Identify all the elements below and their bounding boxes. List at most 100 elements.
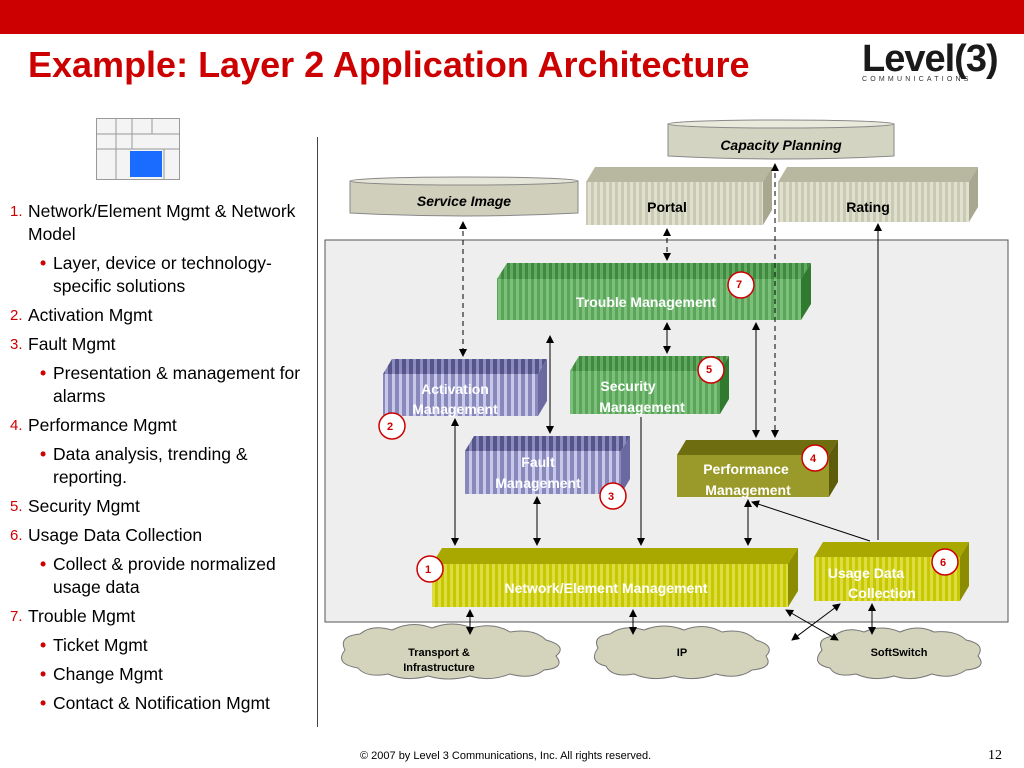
bullet-text: Security Mgmt — [28, 496, 140, 516]
sub-bullet-item: • Data analysis, trending & reporting. — [10, 443, 315, 489]
sub-bullet-item: • Change Mgmt — [10, 663, 315, 686]
bullet-dot-icon: • — [40, 554, 47, 574]
badge-5: 5 — [697, 356, 725, 384]
usage-label-line2: Collection — [848, 585, 916, 601]
sub-bullet-item: • Ticket Mgmt — [10, 634, 315, 657]
service-image-box: Service Image — [349, 176, 579, 217]
bullet-text: Activation Mgmt — [28, 305, 153, 325]
fault-label-line2: Management — [495, 475, 581, 491]
sub-bullet-text: Contact & Notification Mgmt — [53, 693, 270, 713]
sub-bullet-item: • Presentation & management for alarms — [10, 362, 315, 408]
bullet-number: 6. — [10, 527, 23, 544]
security-label-line2: Management — [599, 399, 685, 415]
rating-label: Rating — [846, 199, 890, 215]
bullet-text: Trouble Mgmt — [28, 606, 136, 626]
sub-bullet-text: Layer, device or technology-specific sol… — [53, 253, 272, 296]
ip-cloud: IP — [593, 625, 770, 680]
badge-4-label: 4 — [810, 453, 817, 465]
activation-management-box: Activation Management — [383, 359, 547, 417]
performance-label-line1: Performance — [703, 461, 789, 477]
network-element-management-box: Network/Element Management — [432, 548, 798, 607]
activation-label-line2: Management — [412, 401, 498, 417]
bullet-dot-icon: • — [40, 253, 47, 273]
portal-box: Portal — [586, 167, 772, 225]
bullet-text: Fault Mgmt — [28, 334, 116, 354]
portal-label: Portal — [647, 199, 687, 215]
sub-bullet-item: • Contact & Notification Mgmt — [10, 692, 315, 715]
badge-3: 3 — [599, 482, 627, 510]
badge-2: 2 — [378, 412, 406, 440]
bullet-list: 1. Network/Element Mgmt & Network Model • L… — [10, 200, 315, 721]
dashed-connectors — [459, 163, 779, 438]
bullet-item: 5. Security Mgmt — [10, 495, 315, 518]
bullet-item: 4. Performance Mgmt — [10, 414, 315, 437]
badge-1-label: 1 — [425, 564, 431, 576]
bullet-dot-icon: • — [40, 444, 47, 464]
softswitch-cloud: SoftSwitch — [817, 627, 982, 680]
bullet-item: 1. Network/Element Mgmt & Network Model — [10, 200, 315, 246]
security-management-box: Security Management — [570, 356, 729, 415]
bullet-text: Usage Data Collection — [28, 525, 203, 545]
bullet-number: 4. — [10, 417, 23, 434]
transport-label-line2: Infrastructure — [403, 662, 475, 674]
activation-label-line1: Activation — [421, 381, 489, 397]
bullet-item: 3. Fault Mgmt — [10, 333, 315, 356]
layout-thumbnail-icon — [96, 118, 180, 180]
fault-management-box: Fault Management — [465, 436, 630, 494]
trouble-management-box: Trouble Management — [497, 263, 811, 320]
badge-2-label: 2 — [387, 421, 393, 433]
transport-label-line1: Transport & — [408, 647, 470, 659]
bullet-dot-icon: • — [40, 693, 47, 713]
page-number: 12 — [988, 748, 1002, 763]
fault-label-line1: Fault — [521, 454, 555, 470]
sub-bullet-text: Data analysis, trending & reporting. — [53, 444, 248, 487]
badge-6-label: 6 — [940, 557, 946, 569]
rating-box: Rating — [778, 167, 978, 222]
bullet-item: 6. Usage Data Collection — [10, 524, 315, 547]
usage-label-line1: Usage Data — [828, 565, 904, 581]
sub-bullet-item: • Layer, device or technology-specific so… — [10, 252, 315, 298]
sub-bullet-text: Collect & provide normalized usage data — [53, 554, 276, 597]
level3-logo: Level(3) COMMUNICATIONS — [862, 40, 1012, 86]
bullet-dot-icon: • — [40, 635, 47, 655]
bullet-text: Performance Mgmt — [28, 415, 177, 435]
security-label-line1: Security — [600, 378, 655, 394]
badge-4: 4 — [801, 444, 829, 472]
capacity-planning-label: Capacity Planning — [720, 137, 842, 153]
transport-cloud: Transport & Infrastructure — [341, 623, 561, 680]
nem-label: Network/Element Management — [504, 580, 707, 596]
footer-copyright: © 2007 by Level 3 Communications, Inc. A… — [360, 750, 652, 762]
capacity-planning-box: Capacity Planning — [667, 119, 895, 160]
service-image-label: Service Image — [417, 193, 511, 209]
sub-bullet-item: • Collect & provide normalized usage data — [10, 553, 315, 599]
divider-line — [317, 137, 318, 727]
top-red-bar — [0, 0, 1024, 34]
bullet-number: 7. — [10, 608, 23, 625]
bullet-number: 5. — [10, 498, 23, 515]
ip-label: IP — [677, 647, 687, 659]
sub-bullet-text: Presentation & management for alarms — [53, 363, 301, 406]
performance-label-line2: Management — [705, 482, 791, 498]
bullet-item: 2. Activation Mgmt — [10, 304, 315, 327]
solid-connectors — [451, 223, 882, 641]
bullet-dot-icon: • — [40, 664, 47, 684]
bullet-number: 2. — [10, 307, 23, 324]
badge-1: 1 — [416, 555, 444, 583]
bullet-number: 3. — [10, 336, 23, 353]
bullet-item: 7. Trouble Mgmt — [10, 605, 315, 628]
bullet-number: 1. — [10, 203, 23, 220]
sub-bullet-text: Change Mgmt — [53, 664, 163, 684]
sub-bullet-text: Ticket Mgmt — [53, 635, 148, 655]
slide-title: Example: Layer 2 Application Architectur… — [28, 44, 750, 85]
badge-6: 6 — [931, 548, 959, 576]
logo-subtitle: COMMUNICATIONS — [862, 76, 972, 83]
trouble-management-label: Trouble Management — [576, 294, 716, 310]
performance-management-box: Performance Management — [677, 440, 838, 498]
badge-7: 7 — [727, 271, 755, 299]
softswitch-label: SoftSwitch — [871, 647, 928, 659]
logo-wordmark: Level(3) — [862, 38, 999, 80]
badge-3-label: 3 — [608, 491, 614, 503]
bullet-text: Network/Element Mgmt & Network Model — [28, 201, 296, 244]
bullet-dot-icon: • — [40, 363, 47, 383]
